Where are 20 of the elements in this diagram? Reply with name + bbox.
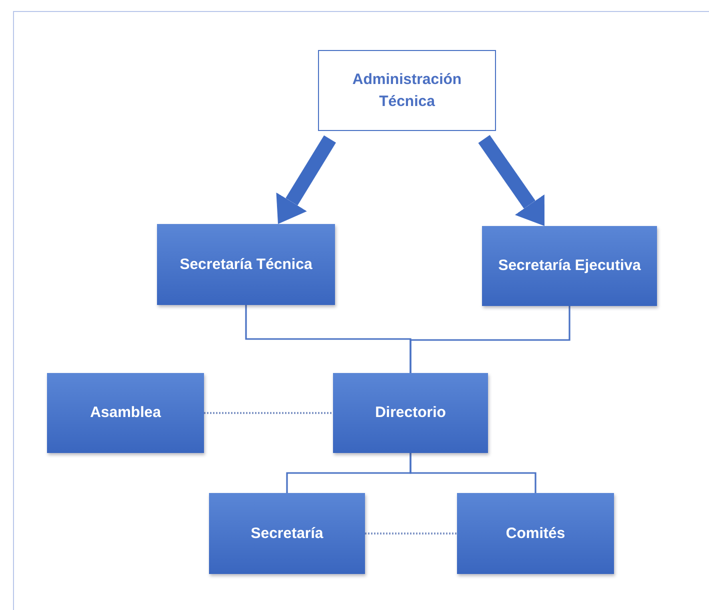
org-box (47, 373, 204, 453)
node-label: Comités (506, 524, 566, 544)
org-box (333, 373, 488, 453)
node-label: Secretaría Ejecutiva (498, 256, 641, 276)
node-label: Asamblea (90, 403, 161, 424)
node-label: Directorio (375, 403, 446, 424)
node-label: Secretaría (250, 524, 324, 544)
node-label: Secretaría Técnica (180, 254, 312, 275)
org-box (209, 493, 365, 574)
dotted-connector (204, 412, 333, 414)
dotted-connector (365, 532, 457, 534)
node-label: Administración Técnica (351, 70, 463, 112)
org-box (457, 493, 614, 574)
org-box (318, 50, 496, 131)
org-box (157, 224, 335, 305)
org-box (482, 226, 657, 306)
block-arrow (478, 135, 544, 226)
block-arrow (276, 135, 336, 224)
connector-line (410, 306, 570, 373)
connector-line (410, 453, 536, 493)
